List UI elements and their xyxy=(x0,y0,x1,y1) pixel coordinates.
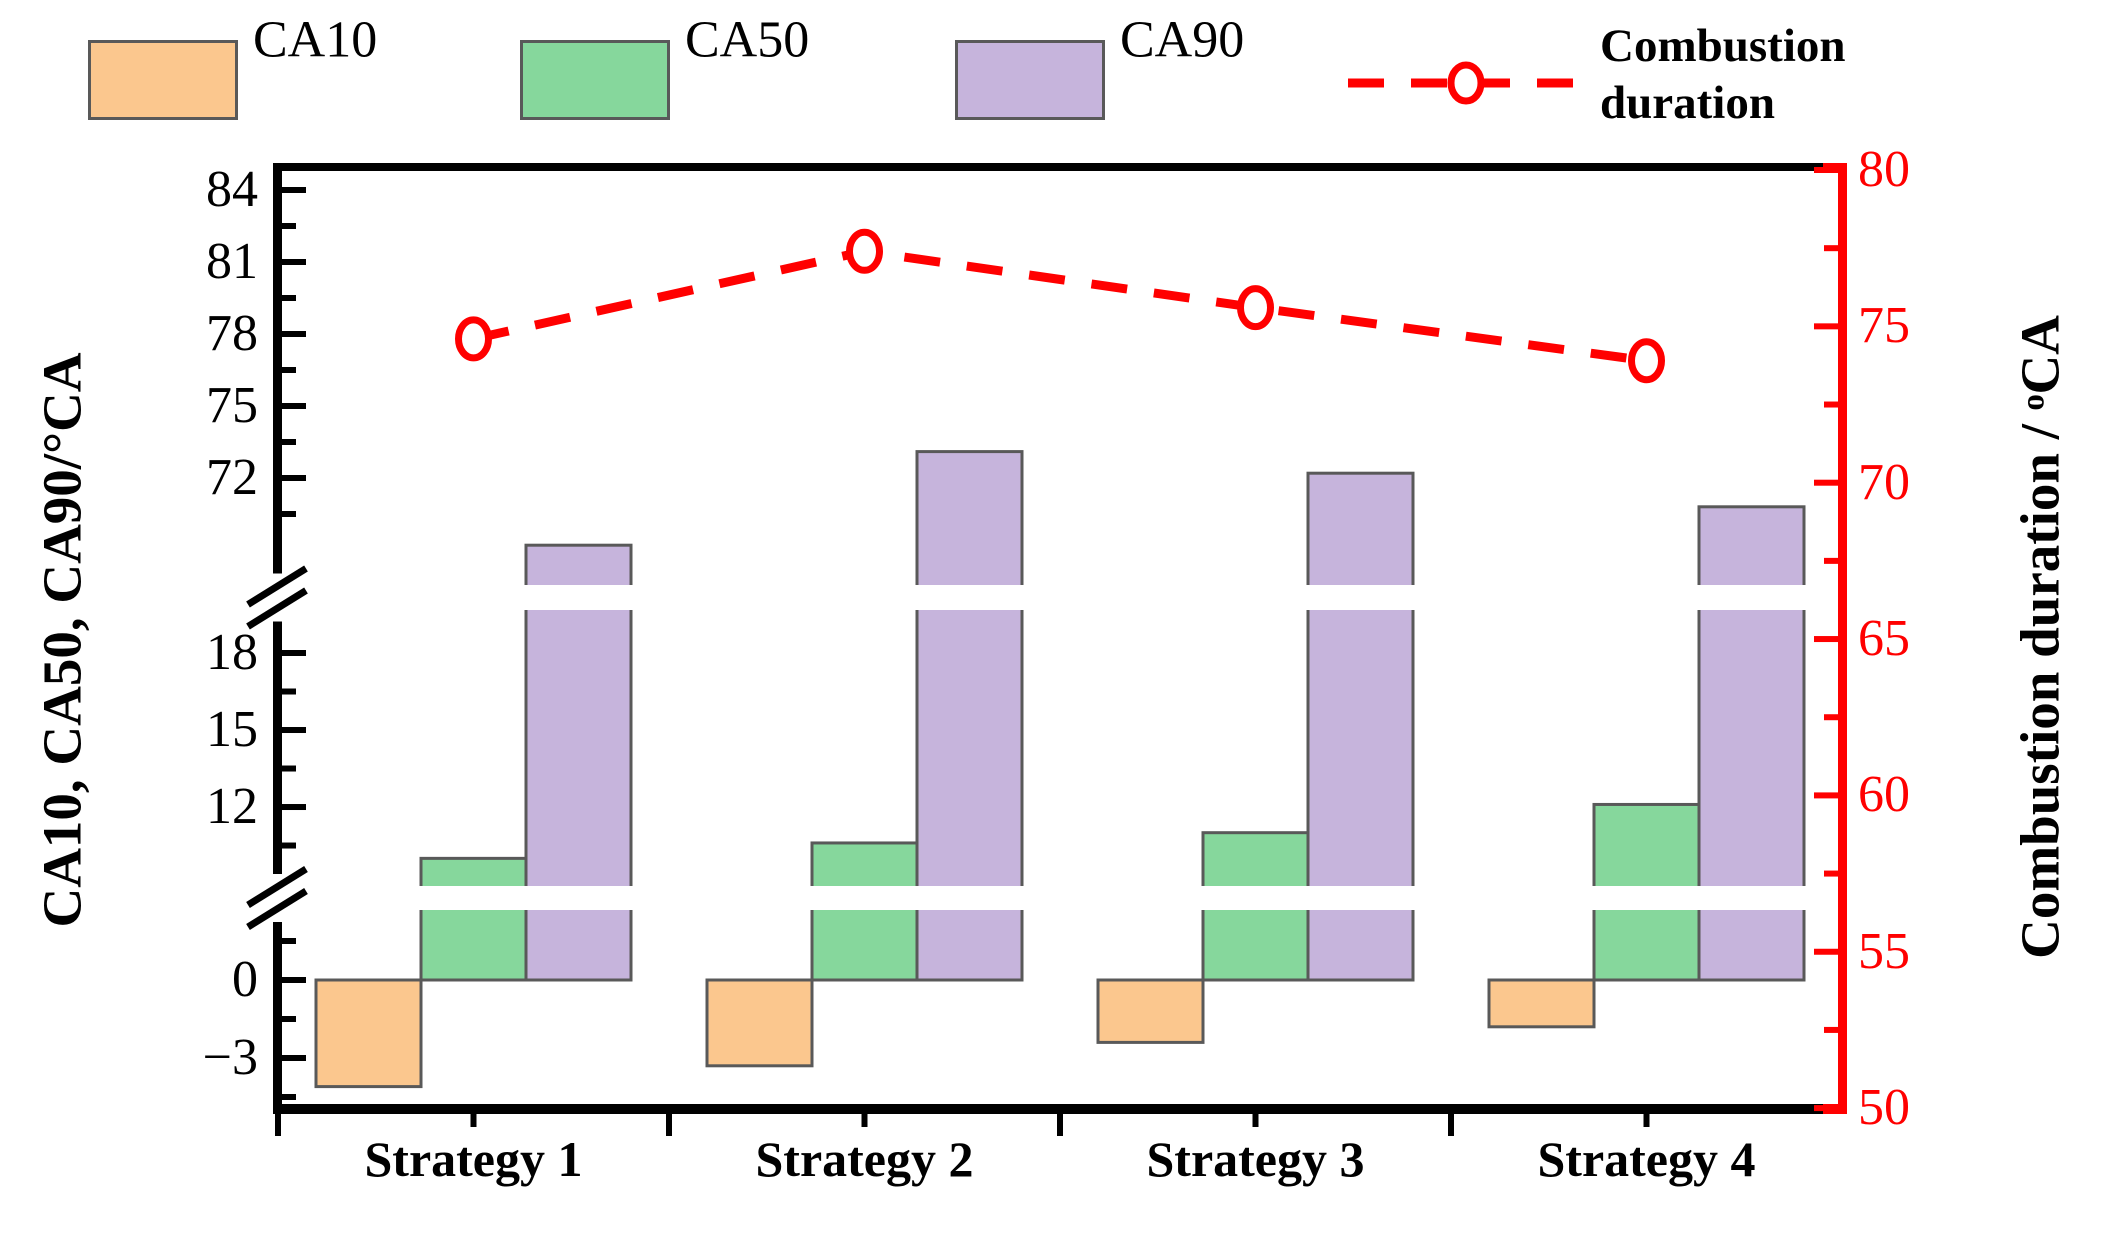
right-tick-label-75: 75 xyxy=(1858,297,1910,355)
legend-label-ca10: CA10 xyxy=(253,11,378,69)
left-tick-label-78: 78 xyxy=(206,305,258,362)
left-tick-label-18: 18 xyxy=(206,624,258,681)
left-minor-tick xyxy=(282,1016,296,1022)
right-tick-label-80: 80 xyxy=(1858,141,1910,198)
right-major-tick xyxy=(1814,636,1838,643)
x-minor-tick xyxy=(1252,1114,1259,1127)
left-minor-tick xyxy=(282,367,296,373)
top-spine xyxy=(273,163,1828,171)
bottom-spine xyxy=(273,1104,1828,1114)
left-major-tick xyxy=(282,804,306,811)
axis-break-slash xyxy=(246,587,308,630)
bar-ca90-1 xyxy=(524,543,633,982)
left-major-tick xyxy=(282,977,306,983)
legend-swatch-ca90 xyxy=(955,40,1105,120)
legend-swatch-ca10 xyxy=(88,40,238,120)
right-tick-label-65: 65 xyxy=(1858,610,1910,668)
x-minor-tick xyxy=(470,1114,477,1127)
right-tick-label-70: 70 xyxy=(1858,453,1910,511)
left-major-tick xyxy=(282,475,306,481)
left-major-tick xyxy=(282,650,306,656)
right-minor-tick xyxy=(1824,557,1838,564)
axis-break-stripe xyxy=(283,886,1837,910)
combustion-duration-marker-3 xyxy=(1237,285,1274,331)
left-tick-label-75: 75 xyxy=(206,377,258,434)
bar-ca10-1 xyxy=(314,978,423,1089)
right-major-tick xyxy=(1814,1105,1838,1112)
axis-break-slash xyxy=(246,888,308,930)
axis-break-slash xyxy=(246,866,308,908)
x-major-tick xyxy=(1448,1114,1454,1136)
legend-label-ca90: CA90 xyxy=(1120,11,1245,69)
left-minor-tick xyxy=(282,511,296,517)
right-major-tick xyxy=(1814,479,1838,486)
right-minor-tick xyxy=(1824,401,1838,408)
left-minor-tick xyxy=(282,938,296,944)
left-tick-label-12: 12 xyxy=(206,778,258,836)
right-minor-tick xyxy=(1824,1026,1838,1033)
left-tick-label-−3: −3 xyxy=(202,1029,258,1086)
right-minor-tick xyxy=(1824,870,1838,877)
left-minor-tick xyxy=(282,439,296,445)
combustion-duration-line xyxy=(472,246,1648,366)
left-major-tick xyxy=(282,187,306,193)
left-major-tick xyxy=(282,331,306,337)
x-minor-tick xyxy=(1643,1114,1650,1127)
right-major-tick xyxy=(1814,792,1838,799)
x-major-tick xyxy=(666,1114,672,1136)
combustion-duration-marker-4 xyxy=(1628,338,1665,384)
x-major-tick xyxy=(1057,1114,1063,1136)
right-minor-tick xyxy=(1824,245,1838,252)
right-spine xyxy=(1838,163,1847,1114)
right-tick-label-60: 60 xyxy=(1858,766,1910,824)
left-tick-label-15: 15 xyxy=(206,701,258,758)
left-spine xyxy=(273,163,282,1114)
right-major-tick xyxy=(1814,948,1838,955)
left-minor-tick xyxy=(282,223,296,229)
right-minor-tick xyxy=(1824,714,1838,721)
axis-break-stripe xyxy=(283,585,1837,610)
bar-ca10-2 xyxy=(705,978,814,1068)
right-major-tick xyxy=(1814,167,1838,173)
x-major-tick xyxy=(275,1114,281,1136)
left-major-tick xyxy=(282,259,306,265)
x-minor-tick xyxy=(861,1114,868,1127)
left-tick-label-0: 0 xyxy=(232,951,258,1008)
left-minor-tick xyxy=(282,842,296,849)
legend-label-ca50: CA50 xyxy=(685,11,810,69)
axis-break-slash xyxy=(246,565,308,608)
left-minor-tick xyxy=(282,295,296,301)
left-major-tick xyxy=(282,1055,306,1061)
combustion-duration-marker-2 xyxy=(846,228,883,274)
legend-line-sample-icon xyxy=(1348,61,1588,105)
right-tick-label-50: 50 xyxy=(1858,1079,1910,1137)
left-major-tick xyxy=(282,403,306,409)
bar-ca10-3 xyxy=(1096,978,1205,1044)
legend-label-combustion-line1: Combustion xyxy=(1600,20,1846,72)
right-major-tick xyxy=(1814,323,1838,330)
left-minor-tick xyxy=(282,1094,296,1100)
bar-ca10-4 xyxy=(1487,978,1596,1029)
legend-swatch-ca50 xyxy=(520,40,670,120)
left-minor-tick xyxy=(282,688,296,695)
right-tick-label-55: 55 xyxy=(1858,922,1910,980)
x-category-label-1: Strategy 1 xyxy=(364,1131,583,1187)
bar-ca50-2 xyxy=(810,841,919,982)
left-tick-label-84: 84 xyxy=(206,161,258,218)
x-category-label-4: Strategy 4 xyxy=(1537,1131,1756,1187)
legend-label-combustion-line2: duration xyxy=(1600,77,1775,129)
x-category-label-2: Strategy 2 xyxy=(755,1131,974,1187)
left-minor-tick xyxy=(282,765,296,772)
left-tick-label-72: 72 xyxy=(206,449,258,506)
left-major-tick xyxy=(282,727,306,734)
bar-ca50-1 xyxy=(419,856,528,982)
combustion-duration-marker-1 xyxy=(455,316,492,362)
left-tick-label-81: 81 xyxy=(206,233,258,290)
x-category-label-3: Strategy 3 xyxy=(1146,1131,1365,1187)
